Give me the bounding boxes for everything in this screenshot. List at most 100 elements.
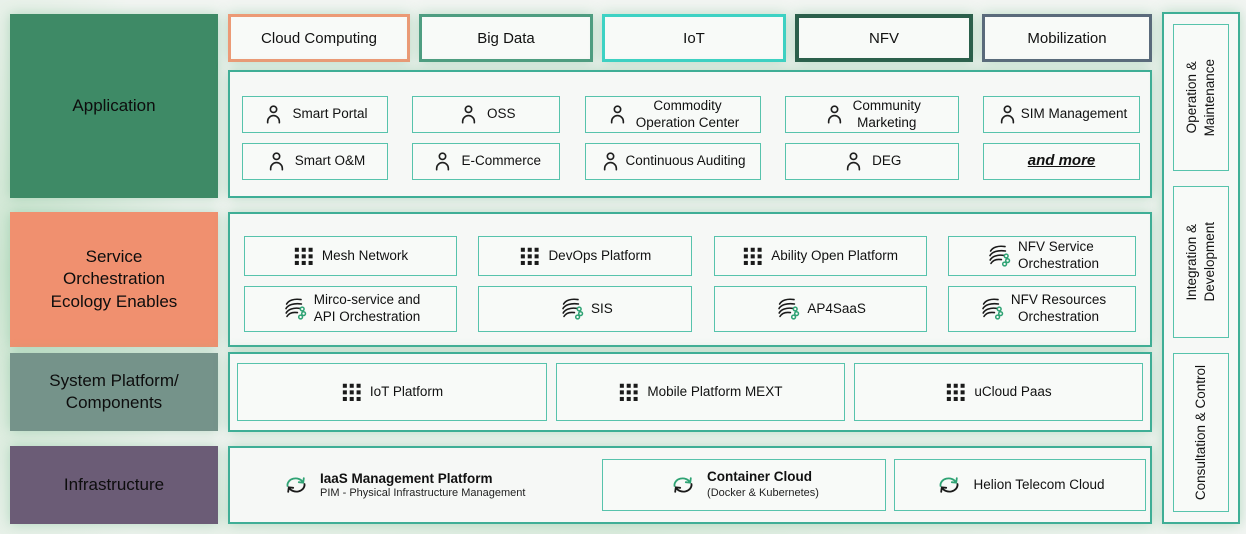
app-item-label: Continuous Auditing [625, 153, 746, 169]
left-block-service-orchestration-label: Service Orchestration Ecology Enables [50, 247, 178, 311]
cloud-sync-icon [939, 477, 959, 493]
cloud-sync-icon [286, 477, 306, 493]
app-item-label: E-Commerce [461, 153, 541, 169]
infra-item-iaas-management-platform: IaaS Management Platform PIM - Physical … [282, 471, 580, 499]
system-item-iot-platform: IoT Platform [237, 363, 547, 421]
header-nfv: NFV [795, 14, 973, 62]
app-item-label: Smart O&M [294, 153, 366, 169]
left-block-infrastructure-label: Infrastructure [63, 474, 165, 494]
app-item-label: Commodity Operation Center [635, 97, 740, 130]
app-item-and-more: and more [983, 143, 1140, 180]
app-item-sim-management: SIM Management [983, 96, 1140, 133]
infra-item-title: IaaS Management Platform [320, 471, 493, 486]
system-platform-section: IoT Platform Mobile Platform MEXT uCloud… [228, 352, 1152, 432]
application-section: Smart Portal OSS Commodity Operation Cen… [228, 70, 1152, 198]
header-big-data-label: Big Data [477, 29, 535, 47]
left-block-system-platform-label: System Platform/ Components [49, 370, 179, 412]
header-iot: IoT [602, 14, 786, 62]
service-item-sis: SIS [478, 286, 693, 332]
service-item-ability-open-platform: Ability Open Platform [713, 236, 927, 276]
infrastructure-section: IaaS Management Platform PIM - Physical … [228, 446, 1152, 524]
header-iot-label: IoT [683, 29, 705, 47]
app-item-label: OSS [486, 106, 516, 122]
infra-item-text: Container Cloud (Docker & Kubernetes) [707, 469, 819, 501]
service-item-label: Ability Open Platform [771, 247, 899, 263]
system-item-mobile-platform-mext: Mobile Platform MEXT [555, 363, 845, 421]
infra-item-subtitle: (Docker & Kubernetes) [707, 487, 819, 500]
service-item-label: NFV Service Orchestration [1017, 239, 1099, 271]
service-item-label: DevOps Platform [548, 247, 652, 263]
person-icon [269, 152, 283, 171]
flow-icon [284, 298, 307, 320]
service-item-mirco-service-api-orchestration: Mirco-service and API Orchestration [244, 286, 457, 332]
grid-dots-icon [620, 383, 639, 401]
left-block-infrastructure: Infrastructure [10, 446, 218, 524]
service-item-mesh-network: Mesh Network [244, 236, 457, 276]
app-item-e-commerce: E-Commerce [412, 143, 561, 180]
header-big-data: Big Data [419, 14, 593, 62]
header-mobilization-label: Mobilization [1027, 29, 1107, 47]
app-item-deg: DEG [784, 143, 959, 180]
grid-dots-icon [744, 247, 762, 265]
service-item-devops-platform: DevOps Platform [478, 236, 693, 276]
header-nfv-label: NFV [869, 29, 899, 47]
header-cloud-computing: Cloud Computing [228, 14, 410, 62]
app-item-smart-portal: Smart Portal [242, 96, 388, 133]
system-item-ucloud-paas: uCloud Paas [853, 363, 1143, 421]
flow-icon [562, 298, 584, 320]
infra-item-helion-telecom-cloud: Helion Telecom Cloud [894, 459, 1146, 511]
person-icon [461, 105, 476, 124]
side-item-operation-maintenance: Operation & Maintenance [1173, 24, 1229, 172]
app-item-label: SIM Management [1020, 106, 1128, 122]
infra-item-subtitle: PIM - Physical Infrastructure Management [320, 487, 526, 499]
infra-item-title: Container Cloud [707, 469, 813, 485]
app-item-continuous-auditing: Continuous Auditing [584, 143, 761, 180]
left-block-service-orchestration: Service Orchestration Ecology Enables [10, 212, 218, 347]
system-item-label: IoT Platform [369, 383, 444, 399]
grid-dots-icon [947, 383, 965, 401]
flow-icon [989, 245, 1011, 267]
service-item-ap4saas: AP4SaaS [713, 286, 927, 332]
app-item-oss: OSS [412, 96, 561, 133]
side-item-consultation-control: Consultation & Control [1173, 352, 1229, 512]
person-icon [436, 152, 450, 171]
service-item-nfv-service-orchestration: NFV Service Orchestration [947, 236, 1136, 276]
person-icon [827, 105, 841, 124]
grid-dots-icon [294, 247, 313, 265]
app-item-label: Smart Portal [292, 106, 368, 122]
person-icon [1000, 105, 1014, 124]
service-item-nfv-resources-orchestration: NFV Resources Orchestration [947, 286, 1136, 332]
cloud-sync-icon [673, 477, 693, 493]
app-item-label: and more [1027, 152, 1096, 170]
person-icon [846, 152, 861, 171]
side-item-label: Integration & Development [1183, 222, 1217, 302]
side-item-label: Operation & Maintenance [1183, 59, 1217, 137]
top-header-row: Cloud Computing Big Data IoT NFV Mobiliz… [228, 14, 1152, 62]
flow-icon [982, 298, 1004, 320]
app-item-label: Community Marketing [852, 97, 921, 130]
infra-item-text: IaaS Management Platform PIM - Physical … [320, 471, 525, 499]
app-item-label: DEG [872, 153, 902, 169]
app-item-commodity-operation-center: Commodity Operation Center [584, 96, 761, 133]
side-item-integration-development: Integration & Development [1173, 186, 1229, 338]
infra-item-container-cloud: Container Cloud (Docker & Kubernetes) [602, 459, 886, 511]
service-item-label: AP4SaaS [807, 300, 866, 316]
person-icon [267, 105, 281, 124]
service-item-label: SIS [590, 300, 613, 316]
header-mobilization: Mobilization [982, 14, 1152, 62]
system-item-label: uCloud Paas [974, 383, 1052, 399]
service-item-label: NFV Resources Orchestration [1010, 292, 1107, 324]
person-icon [610, 105, 624, 124]
app-item-community-marketing: Community Marketing [784, 96, 959, 133]
left-block-application-label: Application [72, 95, 156, 115]
service-item-label: Mesh Network [321, 247, 409, 263]
left-block-application: Application [10, 14, 218, 198]
infra-item-title: Helion Telecom Cloud [973, 476, 1105, 492]
person-icon [604, 152, 618, 171]
system-item-label: Mobile Platform MEXT [647, 383, 783, 399]
service-orchestration-section: Mesh Network DevOps Platform Ability Ope… [228, 212, 1152, 347]
grid-dots-icon [521, 247, 540, 265]
header-cloud-computing-label: Cloud Computing [261, 29, 377, 47]
app-item-smart-om: Smart O&M [242, 143, 388, 180]
grid-dots-icon [342, 383, 361, 401]
